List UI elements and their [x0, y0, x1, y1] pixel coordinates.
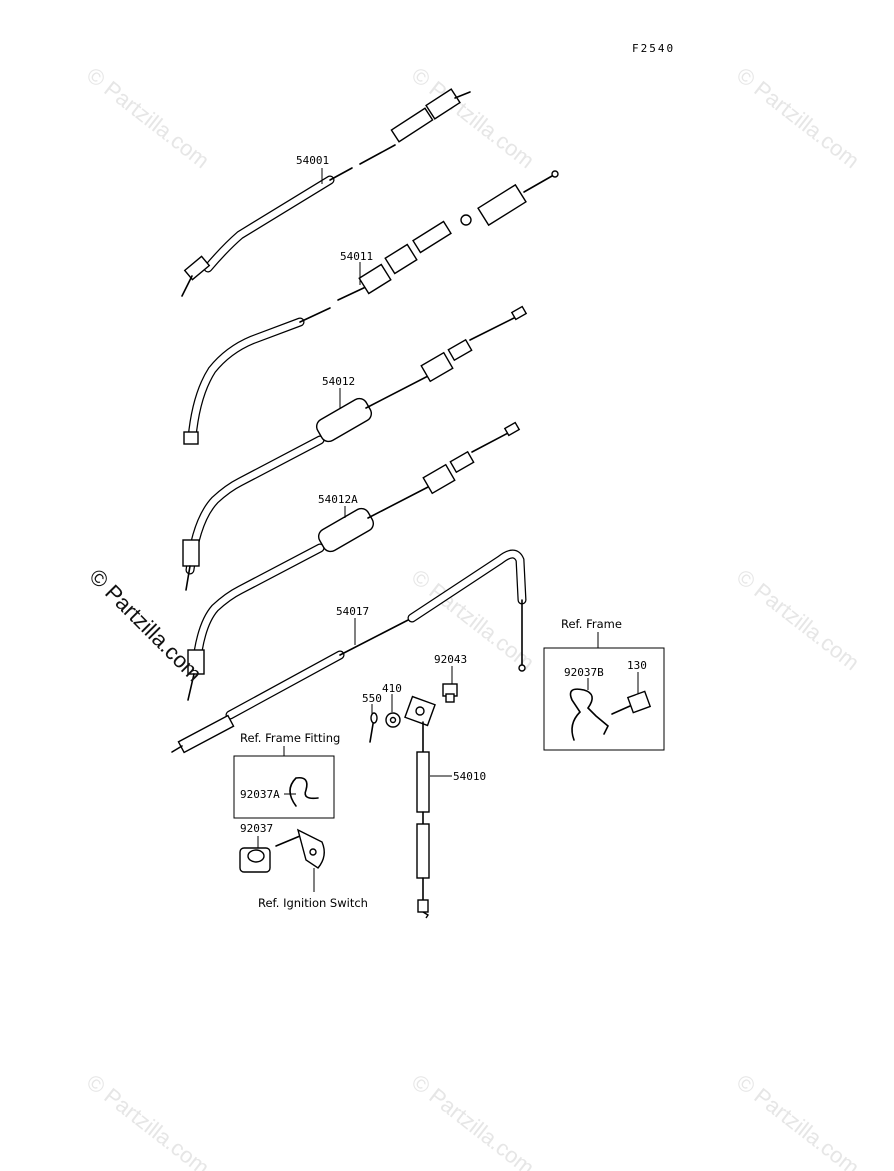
figure-code: F2540 — [632, 42, 675, 55]
label-54001: 54001 — [296, 154, 329, 167]
ref-frame-box — [543, 647, 665, 751]
part-54012A-throttle-cable — [187, 421, 521, 701]
ref-frame-fitting-label: Ref. Frame Fitting — [240, 731, 340, 745]
label-550: 550 — [362, 692, 382, 705]
label-54017: 54017 — [336, 605, 369, 618]
watermark: © Partzilla.com — [82, 1069, 214, 1171]
watermark: © Partzilla.com — [732, 1069, 864, 1171]
clip-92037B — [569, 688, 609, 741]
ref-ignition-switch-label: Ref. Ignition Switch — [258, 896, 368, 910]
hardware-small-parts — [369, 683, 458, 743]
clamp-92037 — [239, 828, 325, 873]
label-92037A: 92037A — [240, 788, 280, 801]
part-54011-tachometer-cable — [183, 170, 559, 445]
label-54010: 54010 — [453, 770, 486, 783]
label-92043: 92043 — [434, 653, 467, 666]
bolt-130 — [611, 690, 652, 715]
part-54012-throttle-cable — [182, 305, 528, 591]
label-54012A: 54012A — [318, 493, 358, 506]
label-92037: 92037 — [240, 822, 273, 835]
label-130: 130 — [627, 659, 647, 672]
part-54017-choke-cable — [171, 549, 527, 754]
clip-92037A — [289, 776, 319, 807]
watermark: © Partzilla.com — [732, 62, 864, 173]
watermark: © Partzilla.com — [407, 1069, 539, 1171]
ref-frame-label: Ref. Frame — [561, 617, 622, 631]
watermark-layer: © Partzilla.com © Partzilla.com © Partzi… — [82, 62, 864, 1171]
watermark-large: © Partzilla.com — [84, 564, 207, 687]
watermark: © Partzilla.com — [732, 564, 864, 675]
watermark: © Partzilla.com — [82, 62, 214, 173]
part-54001-speedometer-cable — [181, 88, 471, 297]
label-54012: 54012 — [322, 375, 355, 388]
label-410: 410 — [382, 682, 402, 695]
part-54010-lock-cable — [416, 721, 430, 919]
ref-frame-fitting-box — [233, 755, 335, 819]
label-54011: 54011 — [340, 250, 373, 263]
label-92037B: 92037B — [564, 666, 604, 679]
